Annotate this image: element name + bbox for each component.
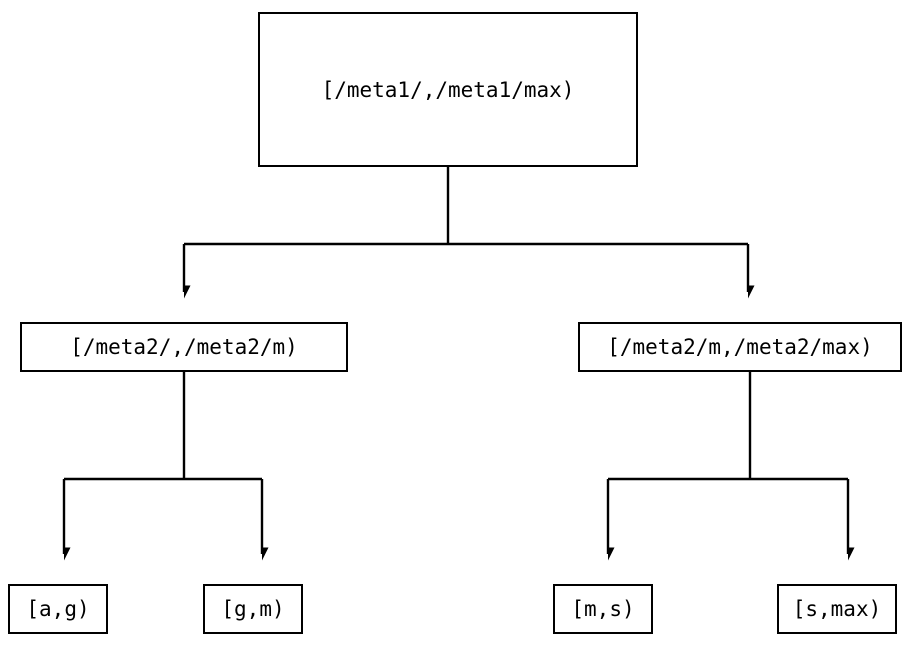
tree-node-root[interactable]: [/meta1/,/meta1/max): [258, 12, 638, 167]
edge-mid-right-to-leaf-ms: [606, 372, 848, 554]
tree-node-leaf-smax-label: [s,max): [792, 597, 882, 621]
tree-node-leaf-gm-label: [g,m): [221, 597, 285, 621]
tree-node-leaf-ag[interactable]: [a,g): [8, 584, 108, 634]
edge-mid-left-to-leaf-ag: [62, 372, 262, 554]
tree-node-leaf-smax[interactable]: [s,max): [777, 584, 897, 634]
tree-node-mid-right-label: [/meta2/m,/meta2/max): [607, 335, 873, 359]
tree-node-root-label: [/meta1/,/meta1/max): [321, 77, 575, 102]
tree-node-leaf-ms[interactable]: [m,s): [553, 584, 653, 634]
tree-node-mid-left[interactable]: [/meta2/,/meta2/m): [20, 322, 348, 372]
tree-node-mid-right[interactable]: [/meta2/m,/meta2/max): [578, 322, 902, 372]
tree-node-mid-left-label: [/meta2/,/meta2/m): [70, 335, 298, 359]
tree-node-leaf-ag-label: [a,g): [26, 597, 90, 621]
tree-node-leaf-ms-label: [m,s): [571, 597, 635, 621]
edge-root-to-mid-left: [182, 167, 748, 292]
tree-node-leaf-gm[interactable]: [g,m): [203, 584, 303, 634]
